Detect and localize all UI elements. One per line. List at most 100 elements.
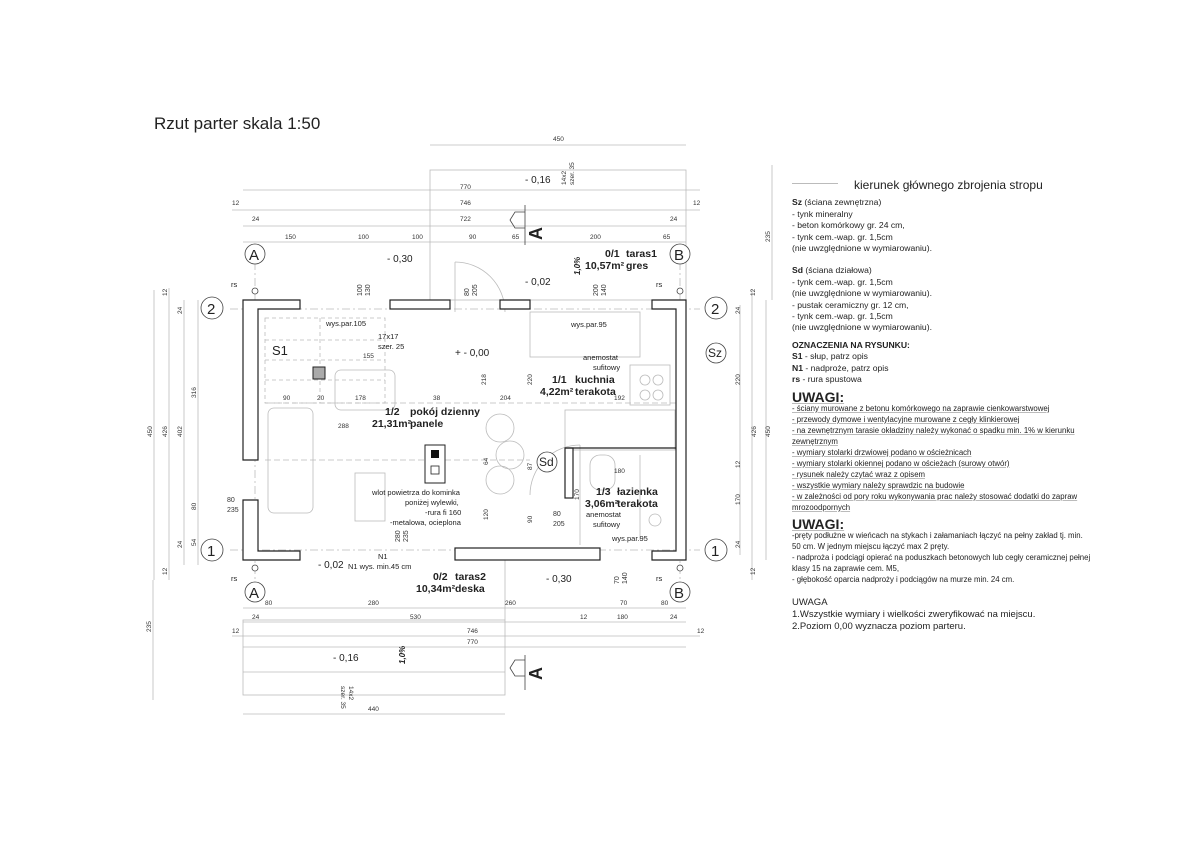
- svg-text:65: 65: [512, 234, 520, 241]
- svg-text:10,34m²: 10,34m²: [416, 583, 456, 595]
- svg-text:taras1: taras1: [626, 248, 657, 260]
- downpipe-label: rs: [656, 574, 662, 583]
- svg-text:204: 204: [500, 395, 511, 402]
- downpipe: [251, 287, 259, 295]
- svg-text:192: 192: [614, 395, 625, 402]
- marking-item: N1 - nadproże, patrz opis: [792, 362, 889, 373]
- svg-text:80: 80: [464, 288, 471, 296]
- room-terrace2: 0/2 taras2 10,34m² deska: [416, 571, 486, 595]
- svg-text:450: 450: [147, 426, 154, 437]
- axis-label-b: B: [674, 247, 684, 264]
- note-sill-height: wys.par.95: [570, 320, 607, 329]
- svg-text:4,22m²: 4,22m²: [540, 386, 574, 398]
- svg-text:54: 54: [191, 538, 198, 546]
- notes-title: UWAGI:: [792, 515, 845, 532]
- axis-label-a: A: [249, 247, 259, 264]
- svg-text:450: 450: [765, 426, 772, 437]
- level-marker: - 0,16: [525, 175, 551, 186]
- svg-text:218: 218: [481, 374, 488, 385]
- svg-text:pokój dzienny: pokój dzienny: [410, 406, 480, 418]
- svg-text:260: 260: [505, 600, 516, 607]
- svg-text:kuchnia: kuchnia: [575, 374, 615, 386]
- svg-text:10,57m²: 10,57m²: [585, 260, 625, 272]
- svg-text:64: 64: [483, 457, 490, 465]
- svg-text:80: 80: [227, 497, 235, 504]
- svg-text:90: 90: [527, 515, 534, 523]
- svg-text:90: 90: [469, 234, 477, 241]
- lintel-note: N1 wys. min.45 cm: [348, 562, 411, 571]
- room-kitchen: 1/1 kuchnia 4,22m² terakota: [540, 374, 616, 398]
- level-marker: - 0,16: [333, 653, 359, 664]
- svg-text:235: 235: [765, 231, 772, 242]
- svg-text:90: 90: [283, 395, 291, 402]
- svg-text:24: 24: [735, 540, 742, 548]
- stairs-steps: 14x2: [561, 171, 568, 185]
- svg-text:3,06m²: 3,06m²: [585, 498, 619, 510]
- svg-text:1/1: 1/1: [552, 374, 567, 386]
- svg-text:205: 205: [472, 284, 479, 296]
- svg-text:100: 100: [358, 234, 369, 241]
- lintel-label: N1: [378, 552, 388, 561]
- svg-text:1/3: 1/3: [596, 486, 611, 498]
- svg-text:180: 180: [617, 614, 628, 621]
- flue-dark: [431, 450, 439, 458]
- downpipe-label: rs: [656, 280, 662, 289]
- axis-label-1: 1: [711, 543, 719, 560]
- svg-text:12: 12: [697, 628, 705, 635]
- svg-text:12: 12: [162, 567, 169, 575]
- slope-label: 1,0%: [573, 257, 582, 275]
- note-anemostat: anemostat: [583, 353, 619, 362]
- svg-text:80: 80: [661, 600, 669, 607]
- svg-text:530: 530: [410, 614, 421, 621]
- notes-title: UWAGI:: [792, 388, 845, 405]
- svg-text:205: 205: [553, 521, 565, 528]
- wall-n2: [499, 299, 531, 310]
- note-air-inlet: poniżej wylewki,: [405, 498, 459, 507]
- svg-text:0/2: 0/2: [433, 571, 448, 583]
- axis-label-2: 2: [207, 301, 215, 318]
- level-marker: - 0,02: [525, 277, 551, 288]
- armchair: [334, 369, 396, 411]
- svg-text:220: 220: [527, 374, 534, 385]
- svg-text:200: 200: [590, 234, 601, 241]
- svg-text:1/2: 1/2: [385, 406, 400, 418]
- svg-text:87: 87: [527, 462, 534, 470]
- axis-label-b: B: [674, 585, 684, 602]
- axis-bubble-a-bottom: [244, 581, 266, 603]
- svg-text:130: 130: [365, 284, 372, 296]
- svg-text:70: 70: [620, 600, 628, 607]
- svg-text:12: 12: [750, 288, 757, 296]
- svg-text:12: 12: [232, 628, 240, 635]
- wall-tag-sd: [536, 451, 558, 473]
- room-living: 1/2 pokój dzienny 21,31m² panele: [372, 406, 480, 430]
- svg-text:235: 235: [146, 621, 153, 632]
- downpipe-label: rs: [231, 280, 237, 289]
- svg-text:235: 235: [227, 507, 239, 514]
- axis-bubble-b-bottom: [669, 581, 691, 603]
- stove: [629, 364, 671, 406]
- downpipe: [676, 564, 684, 572]
- downpipe: [251, 564, 259, 572]
- svg-text:24: 24: [670, 614, 678, 621]
- markings-title: OZNACZENIA NA RYSUNKU:: [792, 339, 910, 350]
- svg-text:746: 746: [467, 628, 478, 635]
- chimney: [424, 444, 446, 484]
- svg-text:80: 80: [265, 600, 273, 607]
- level-marker: - 0,30: [546, 574, 572, 585]
- svg-text:24: 24: [252, 614, 260, 621]
- svg-text:150: 150: [285, 234, 296, 241]
- svg-text:0/1: 0/1: [605, 248, 620, 260]
- axis-bubble-1-left: [200, 538, 224, 562]
- svg-text:12: 12: [693, 200, 701, 207]
- svg-text:24: 24: [252, 216, 260, 223]
- svg-text:100: 100: [412, 234, 423, 241]
- wall-sw: [242, 499, 301, 561]
- svg-text:65: 65: [663, 234, 671, 241]
- note-stair-width: szer. 25: [378, 342, 404, 351]
- note-stair: 17x17: [378, 332, 398, 341]
- svg-text:panele: panele: [410, 418, 443, 430]
- svg-text:12: 12: [232, 200, 240, 207]
- note-air-inlet: wlot powietrza do kominka: [371, 488, 461, 497]
- dim-label: 746: [460, 200, 471, 207]
